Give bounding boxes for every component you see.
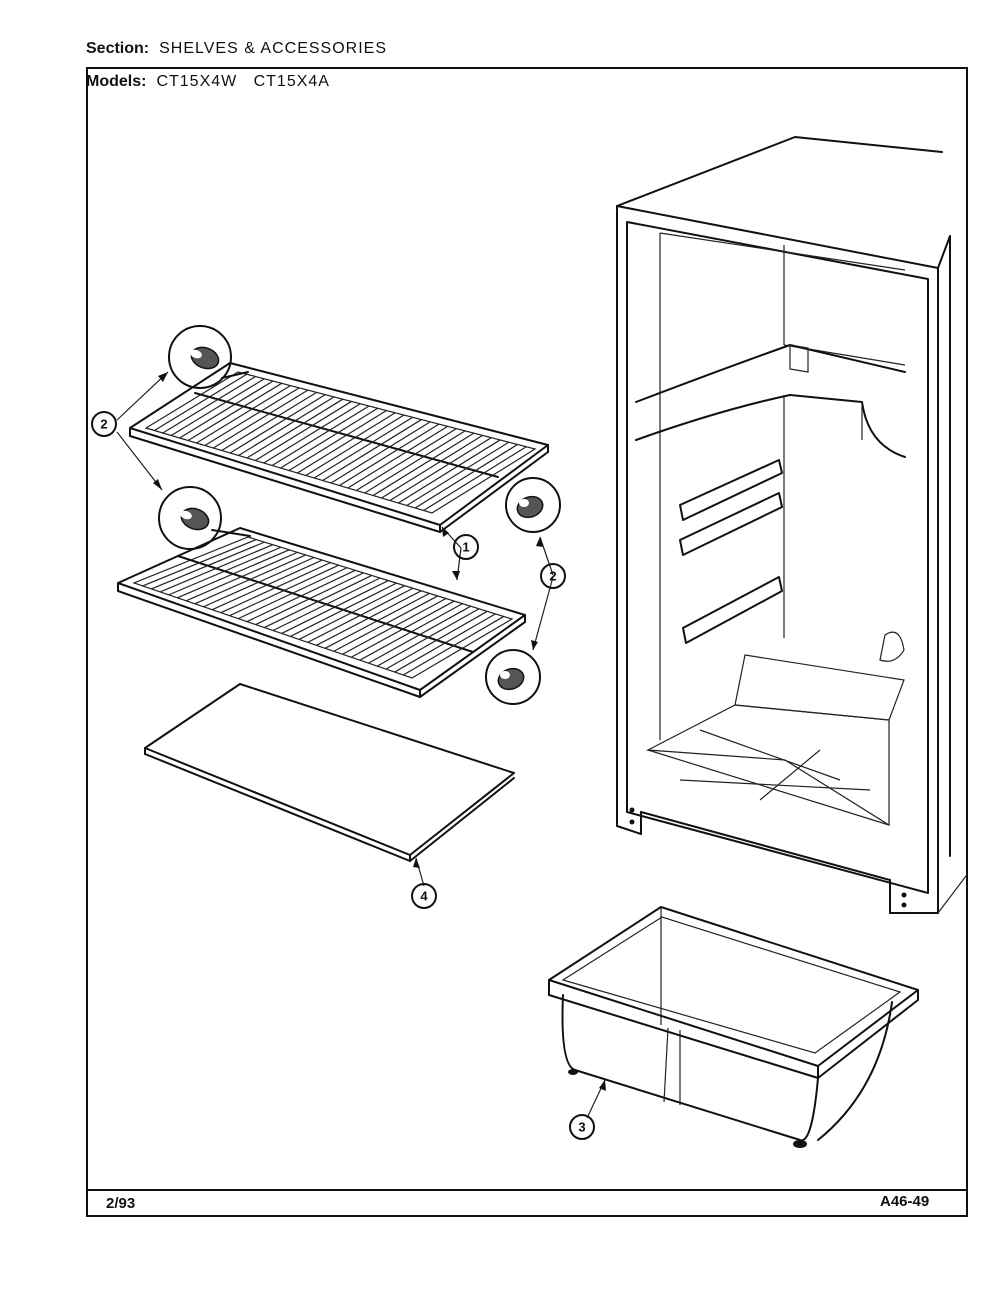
models-list: CT15X4W CT15X4A (156, 73, 330, 90)
shelf-wire (316, 590, 422, 646)
bushing-detail-right-lower (485, 649, 541, 705)
page-code: A46-49 (880, 1193, 930, 1210)
shelf-wire (204, 387, 300, 447)
shelf-wire (168, 546, 282, 596)
shelf-wire (350, 600, 455, 658)
shelf-wire (212, 389, 309, 449)
shelf-wire (237, 567, 348, 620)
section-line: Section: SHELVES & ACCESSORIES (86, 40, 387, 58)
shelf-wire (313, 416, 414, 479)
callout-4: 4 (411, 883, 437, 909)
callout-3-label: 3 (578, 1120, 585, 1135)
shelf-wire (339, 423, 440, 487)
shelf-wire (177, 549, 290, 599)
leader-lines (116, 371, 606, 1119)
crisper-cover (144, 683, 515, 862)
crisper-pan (548, 906, 919, 1148)
shelf-wire (330, 421, 431, 484)
shelf-wire (322, 419, 422, 482)
diagram-frame (86, 67, 968, 1217)
shelf-wire (220, 562, 331, 614)
shelf-wire (307, 587, 414, 643)
shelf-wire (406, 441, 510, 507)
shelf-wire (154, 373, 248, 432)
shelf-wire (368, 605, 472, 664)
shelf-wire (162, 376, 256, 434)
shelf-wire (290, 582, 397, 637)
shelf-wire (381, 434, 483, 499)
shelf-wire (179, 380, 274, 439)
callout-1-label: 1 (462, 540, 469, 555)
shelf-wire (185, 551, 298, 602)
shelf-wire (342, 597, 447, 655)
shelf-wire (347, 425, 448, 489)
shelf-wire (221, 391, 317, 452)
shelf-wire (297, 412, 396, 474)
shelf-wire (271, 405, 370, 467)
callout-2-right: 2 (540, 563, 566, 589)
shelf-wire (359, 603, 463, 661)
shelf-wire (385, 610, 488, 670)
bushing-detail-right-upper (505, 477, 561, 533)
shelf-wire (246, 398, 344, 459)
shelf-wire (333, 595, 439, 652)
models-label: Models: (86, 73, 147, 90)
shelf-wire (272, 577, 381, 632)
section-title: SHELVES & ACCESSORIES (159, 40, 388, 57)
shelf-wire (264, 574, 373, 629)
shelf-wire (203, 556, 315, 608)
shelf-wire (298, 585, 406, 640)
shelf-wire (364, 430, 466, 494)
shelf-wire (355, 428, 457, 492)
shelf-wire (288, 409, 387, 472)
shelf-wire (142, 539, 257, 587)
shelf-wire (187, 382, 282, 442)
shelf-wire (211, 559, 323, 611)
shelf-wire (324, 592, 430, 649)
shelf-wire (423, 446, 527, 512)
shelf-wire (196, 385, 291, 444)
callout-2-left-label: 2 (100, 417, 107, 432)
shelf-wire (376, 608, 480, 667)
shelf-wire (255, 400, 352, 462)
shelf-wire (389, 437, 492, 502)
callout-3: 3 (569, 1114, 595, 1140)
callout-2-left: 2 (91, 411, 117, 437)
shelf-wire (159, 544, 273, 593)
lower-shelf (117, 527, 526, 698)
callout-1: 1 (453, 534, 479, 560)
shelf-wire (194, 554, 306, 605)
bushing-detail-mid-left (158, 486, 251, 550)
shelf-wire (280, 407, 379, 469)
shelf-wire (170, 378, 265, 437)
models-line: Models: CT15X4W CT15X4A (86, 73, 330, 91)
refrigerator-cabinet (616, 136, 967, 914)
upper-shelf (129, 362, 549, 533)
section-label: Section: (86, 40, 150, 57)
shelf-wire (255, 572, 364, 626)
shelf-wire (238, 396, 335, 457)
shelf-wire (229, 394, 326, 454)
shelf-wire (151, 541, 265, 590)
shelf-wire (403, 615, 505, 676)
shelf-wire (281, 580, 389, 635)
leader-arrowheads (153, 372, 606, 1091)
shelf-wire (263, 403, 361, 464)
callout-2-right-label: 2 (549, 569, 556, 584)
shelf-wire (394, 613, 496, 673)
shelf-wire (414, 443, 518, 509)
revision-date: 2/93 (106, 1195, 136, 1212)
shelf-wire (246, 569, 356, 623)
callout-4-label: 4 (420, 889, 428, 904)
bushing-detail-top-left (168, 325, 249, 389)
shelf-wire (305, 414, 405, 477)
shelf-wire (398, 439, 501, 504)
shelf-wire (372, 432, 475, 497)
shelf-wire (229, 564, 340, 617)
